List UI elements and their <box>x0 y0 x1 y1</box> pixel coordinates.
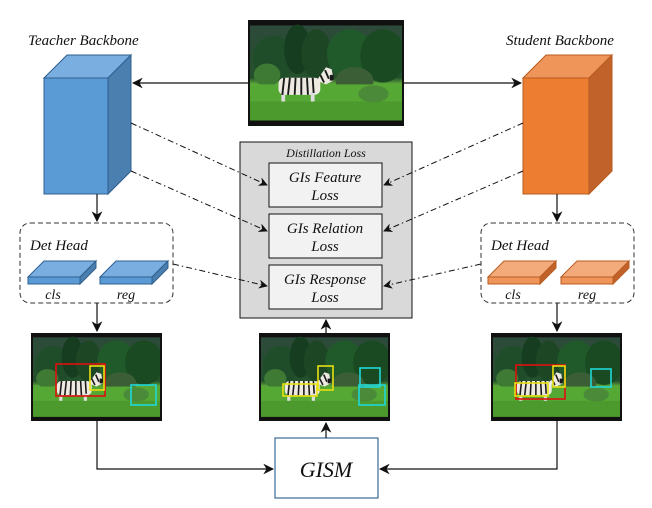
student-relation-arrow <box>383 170 524 232</box>
feature-loss-line1: GIs Feature <box>289 170 362 186</box>
teacher-detections-image <box>31 333 162 421</box>
input-image <box>248 20 404 126</box>
cyan-box <box>590 368 612 388</box>
teacher-reg-label: reg <box>117 288 135 303</box>
gis-response-loss-box: GIs Response Loss <box>268 264 383 310</box>
student-feature-arrow <box>383 122 524 186</box>
distillation-loss-title: Distillation Loss <box>285 146 366 160</box>
feature-loss-line2: Loss <box>310 188 339 204</box>
gis-relation-loss-box: GIs Relation Loss <box>268 213 383 259</box>
student-detections-to-gism-arrow <box>378 421 558 475</box>
student-detections-image <box>491 333 622 421</box>
gism-label: GISM <box>300 457 354 482</box>
teacher-cls-label: cls <box>45 288 61 303</box>
yellow-box <box>317 365 334 391</box>
distillation-arrows <box>130 122 524 289</box>
student-reg-block <box>559 259 631 286</box>
cyan-box <box>130 384 157 406</box>
response-loss-line1: GIs Response <box>284 272 366 288</box>
teacher-det-head-label: Det Head <box>29 238 88 254</box>
red-box <box>55 363 106 397</box>
relation-loss-line2: Loss <box>310 239 339 255</box>
yellow-box <box>552 365 566 388</box>
student-cls-label: cls <box>505 288 521 303</box>
cyan-box <box>359 367 381 388</box>
cyan-box <box>358 384 386 406</box>
teacher-response-arrow <box>172 263 268 289</box>
student-backbone-label: Student Backbone <box>506 33 614 49</box>
student-det-head: Det Head cls reg <box>480 222 635 304</box>
student-det-head-label: Det Head <box>490 238 549 254</box>
yellow-box <box>282 383 318 397</box>
gism-module: GISM <box>274 437 379 499</box>
gism-detections-image <box>259 333 390 421</box>
teacher-det-head: Det Head cls reg <box>19 222 174 304</box>
teacher-cls-block <box>26 259 98 286</box>
teacher-detections-to-gism-arrow <box>96 421 275 475</box>
teacher-backbone-block <box>42 53 133 196</box>
teacher-relation-arrow <box>130 170 268 232</box>
gis-feature-loss-box: GIs Feature Loss <box>268 162 383 208</box>
teacher-reg-block <box>98 259 170 286</box>
teacher-backbone-label: Teacher Backbone <box>28 33 139 49</box>
student-backbone-block <box>521 53 614 196</box>
relation-loss-line1: GIs Relation <box>287 221 363 237</box>
student-reg-label: reg <box>578 288 596 303</box>
yellow-box <box>514 382 549 397</box>
response-loss-line2: Loss <box>310 290 339 306</box>
yellow-box <box>89 365 105 391</box>
teacher-feature-arrow <box>130 122 268 186</box>
student-cls-block <box>486 259 558 286</box>
student-response-arrow <box>383 263 482 289</box>
